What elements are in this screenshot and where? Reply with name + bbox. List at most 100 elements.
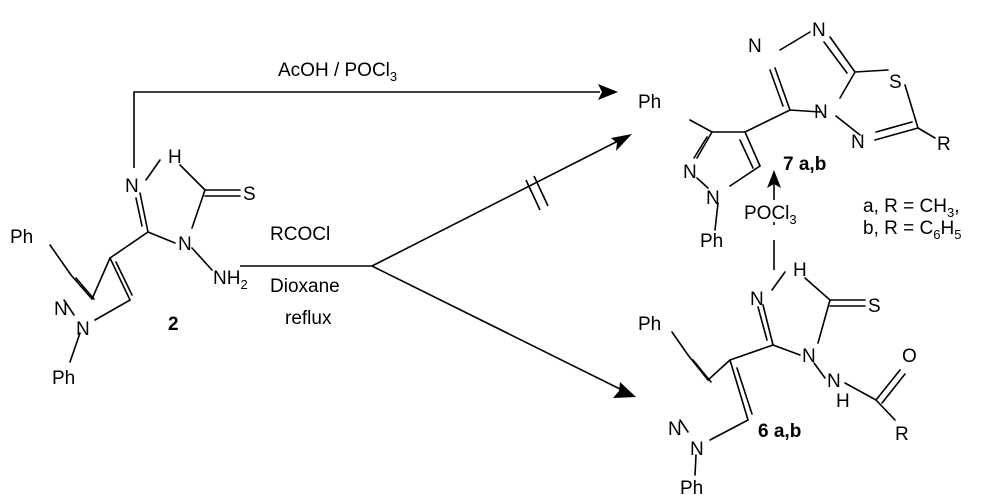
bond <box>49 244 72 276</box>
compound-7: Ph N N Ph N N N S N R 7 a,b <box>638 20 951 252</box>
atom-label: H <box>793 260 807 281</box>
bond <box>823 41 848 74</box>
atom-label: N <box>125 176 139 197</box>
bond <box>707 359 731 381</box>
atom-label: N <box>668 419 682 440</box>
atom-label: N <box>54 299 68 320</box>
compound-label: 2 <box>168 314 179 335</box>
bond <box>679 419 689 433</box>
bond <box>739 139 754 169</box>
atom-label: Ph <box>680 478 703 496</box>
reagent-acoh-pocl3: AcOH / POCl3 <box>278 60 397 84</box>
bond <box>109 231 149 259</box>
bond <box>147 231 176 244</box>
bond <box>135 197 143 227</box>
substituent-a: a, R = CH3, <box>863 196 959 220</box>
bond <box>779 31 811 51</box>
atom-label: Ph <box>638 314 661 335</box>
reagent-rcocl: RCOCl <box>270 224 330 245</box>
atom-label: Ph <box>638 92 661 113</box>
compound-2: Ph N N Ph N H N S NH2 2 <box>10 147 256 389</box>
atom-label: R <box>937 134 951 155</box>
atom-label: O <box>902 346 917 367</box>
atom-label: N <box>683 162 697 183</box>
atom-label: N <box>851 132 865 153</box>
bond <box>191 189 206 229</box>
bond <box>771 271 786 291</box>
bond <box>694 454 697 476</box>
bond <box>789 109 821 113</box>
bond <box>881 373 906 404</box>
bond <box>804 277 831 301</box>
bond <box>772 344 801 356</box>
bond <box>69 332 81 363</box>
bond <box>729 359 749 421</box>
bond <box>671 331 689 356</box>
compound-6: Ph N N Ph N H N S N H O R 6 a,b <box>638 260 917 496</box>
atom-label: N <box>76 319 90 340</box>
condition-reflux: reflux <box>285 308 332 329</box>
arrow-2-to-6 <box>371 265 636 398</box>
bond <box>875 121 913 133</box>
bond <box>835 115 861 136</box>
bond <box>91 257 111 300</box>
bond <box>109 257 131 301</box>
bond <box>693 136 708 159</box>
bond <box>145 159 161 181</box>
bond <box>813 362 826 379</box>
atom-label: S <box>868 296 881 317</box>
atom-label: H <box>168 147 182 168</box>
bond <box>875 399 896 421</box>
condition-dioxane: Dioxane <box>270 276 340 297</box>
atom-label: R <box>895 424 909 445</box>
bond <box>762 304 774 346</box>
atom-label: Ph <box>700 231 723 252</box>
bond <box>774 67 791 111</box>
bond <box>904 84 919 129</box>
bond <box>917 127 936 139</box>
bond <box>692 359 712 383</box>
bond <box>874 127 919 141</box>
atom-label: N <box>706 188 720 209</box>
bond <box>115 261 133 296</box>
bond <box>757 306 768 341</box>
arrow-2-to-7-direct <box>133 84 618 168</box>
bond <box>75 277 95 300</box>
atom-label: N <box>690 439 704 460</box>
bond <box>70 274 93 300</box>
bond <box>844 382 877 401</box>
bond <box>769 69 784 107</box>
atom-label: Ph <box>52 368 75 389</box>
atom-label: H <box>836 391 850 412</box>
compound-label: 6 a,b <box>758 421 801 442</box>
bond <box>689 119 713 133</box>
bond <box>875 369 901 401</box>
atom-label: NH2 <box>213 268 248 292</box>
substituent-b: b, R = C6H5 <box>863 218 961 242</box>
compound-label: 7 a,b <box>783 154 826 175</box>
bond <box>139 192 149 233</box>
reagent-pocl3: POCl3 <box>744 203 797 227</box>
bond <box>839 71 856 99</box>
bond <box>729 344 774 361</box>
atom-label: S <box>889 72 902 93</box>
atom-label: N <box>827 371 841 392</box>
bond <box>744 131 761 167</box>
atom-label: Ph <box>10 227 33 248</box>
atom-label: N <box>748 36 762 57</box>
bond <box>854 69 889 73</box>
arrow-2-to-7-blocked <box>240 134 632 267</box>
atom-label: N <box>750 289 764 310</box>
bond <box>744 109 791 133</box>
bond <box>709 419 749 441</box>
bond <box>729 165 761 187</box>
bond <box>736 367 753 415</box>
bond <box>687 354 709 381</box>
bond <box>191 247 213 271</box>
bond <box>714 202 719 231</box>
atom-label: S <box>243 184 256 205</box>
atom-label: N <box>812 20 826 41</box>
atom-label: N <box>802 346 816 367</box>
bond <box>696 131 713 159</box>
